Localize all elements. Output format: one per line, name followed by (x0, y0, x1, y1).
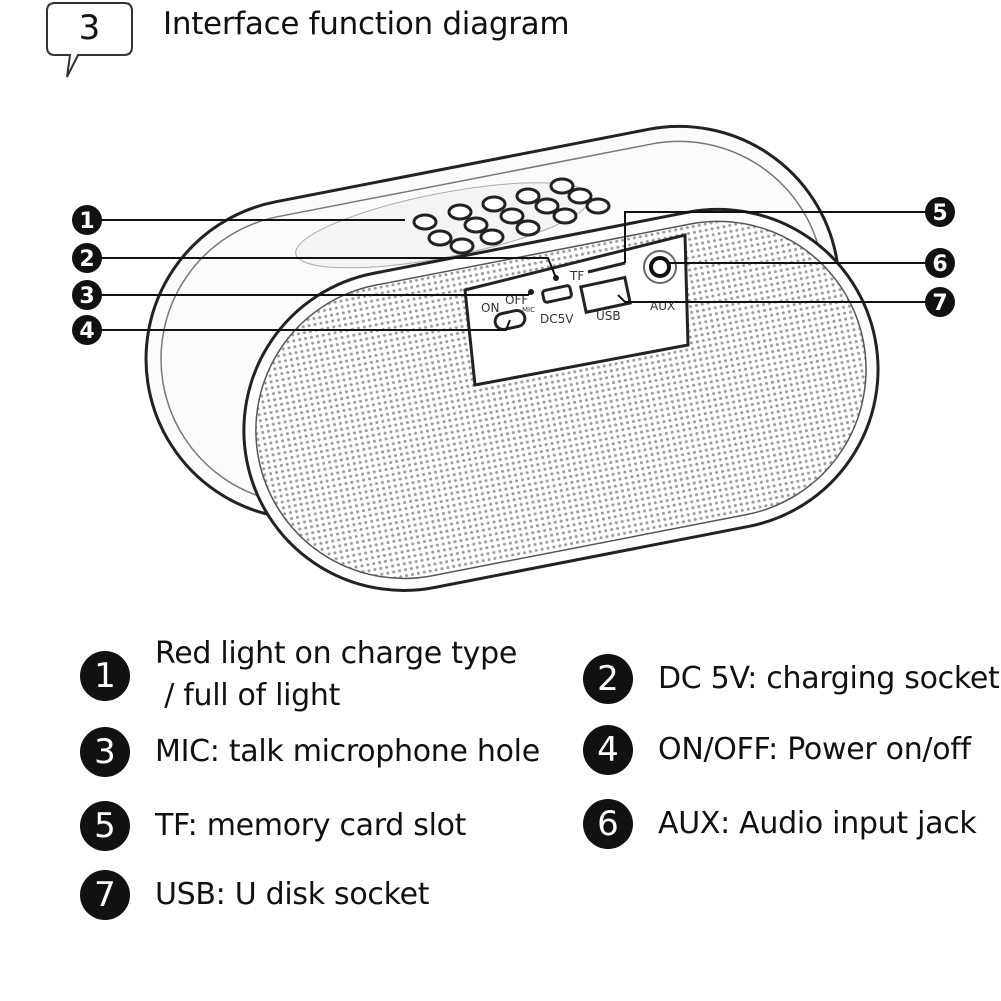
callout-7: 7 (925, 287, 955, 317)
legend-item-4: 4 ON/OFF: Power on/off (583, 725, 971, 775)
tf-label: TF (569, 269, 584, 283)
callout-4: 4 (72, 315, 102, 345)
legend-number: 1 (80, 651, 130, 701)
legend-item-1: 1 Red light on charge type / full of lig… (80, 635, 517, 717)
page-title: Interface function diagram (163, 6, 570, 42)
callout-5: 5 (925, 197, 955, 227)
legend-item-5: 5 TF: memory card slot (80, 801, 466, 851)
legend-text: TF: memory card slot (155, 808, 467, 843)
speaker-grille (242, 207, 880, 592)
mic-label: MIC (522, 306, 535, 314)
off-label: OFF (505, 293, 528, 307)
legend-item-6: 6 AUX: Audio input jack (583, 799, 977, 849)
dc5v-label: DC5V (540, 312, 574, 326)
leader-lines (100, 211, 928, 331)
legend-item-2: 2 DC 5V: charging socket (583, 654, 1000, 704)
title-bubble-icon (46, 2, 133, 78)
callout-3: 3 (72, 280, 102, 310)
callout-2: 2 (72, 243, 102, 273)
legend-text-2: / full of light (155, 678, 341, 713)
svg-text:6: 6 (932, 252, 947, 277)
legend-text: AUX: Audio input jack (658, 806, 977, 841)
svg-text:5: 5 (932, 201, 947, 226)
legend-number: 4 (583, 725, 633, 775)
legend-number: 7 (80, 870, 130, 920)
legend-number: 3 (80, 727, 130, 777)
legend-item-3: 3 MIC: talk microphone hole (80, 727, 540, 777)
svg-text:3: 3 (79, 284, 94, 309)
callout-1: 1 (72, 205, 102, 235)
legend-number: 6 (583, 799, 633, 849)
callout-6: 6 (925, 248, 955, 278)
port-panel: ON OFF MIC DC5V USB AUX TF (463, 233, 690, 387)
legend-number: 5 (80, 801, 130, 851)
legend-text: USB: U disk socket (155, 877, 430, 912)
on-label: ON (481, 301, 499, 315)
legend-number: 2 (583, 654, 633, 704)
legend-text: Red light on charge type (155, 636, 518, 671)
usb-label: USB (596, 309, 621, 323)
svg-text:2: 2 (79, 247, 94, 272)
step-number: 3 (78, 8, 101, 48)
legend-text: DC 5V: charging socket (658, 661, 1000, 696)
button-keypad (412, 177, 611, 255)
svg-text:4: 4 (79, 319, 94, 344)
svg-text:1: 1 (79, 209, 94, 234)
svg-text:7: 7 (932, 291, 947, 316)
legend-text: MIC: talk microphone hole (155, 734, 540, 769)
legend-item-7: 7 USB: U disk socket (80, 870, 430, 920)
legend-text: ON/OFF: Power on/off (658, 732, 971, 767)
